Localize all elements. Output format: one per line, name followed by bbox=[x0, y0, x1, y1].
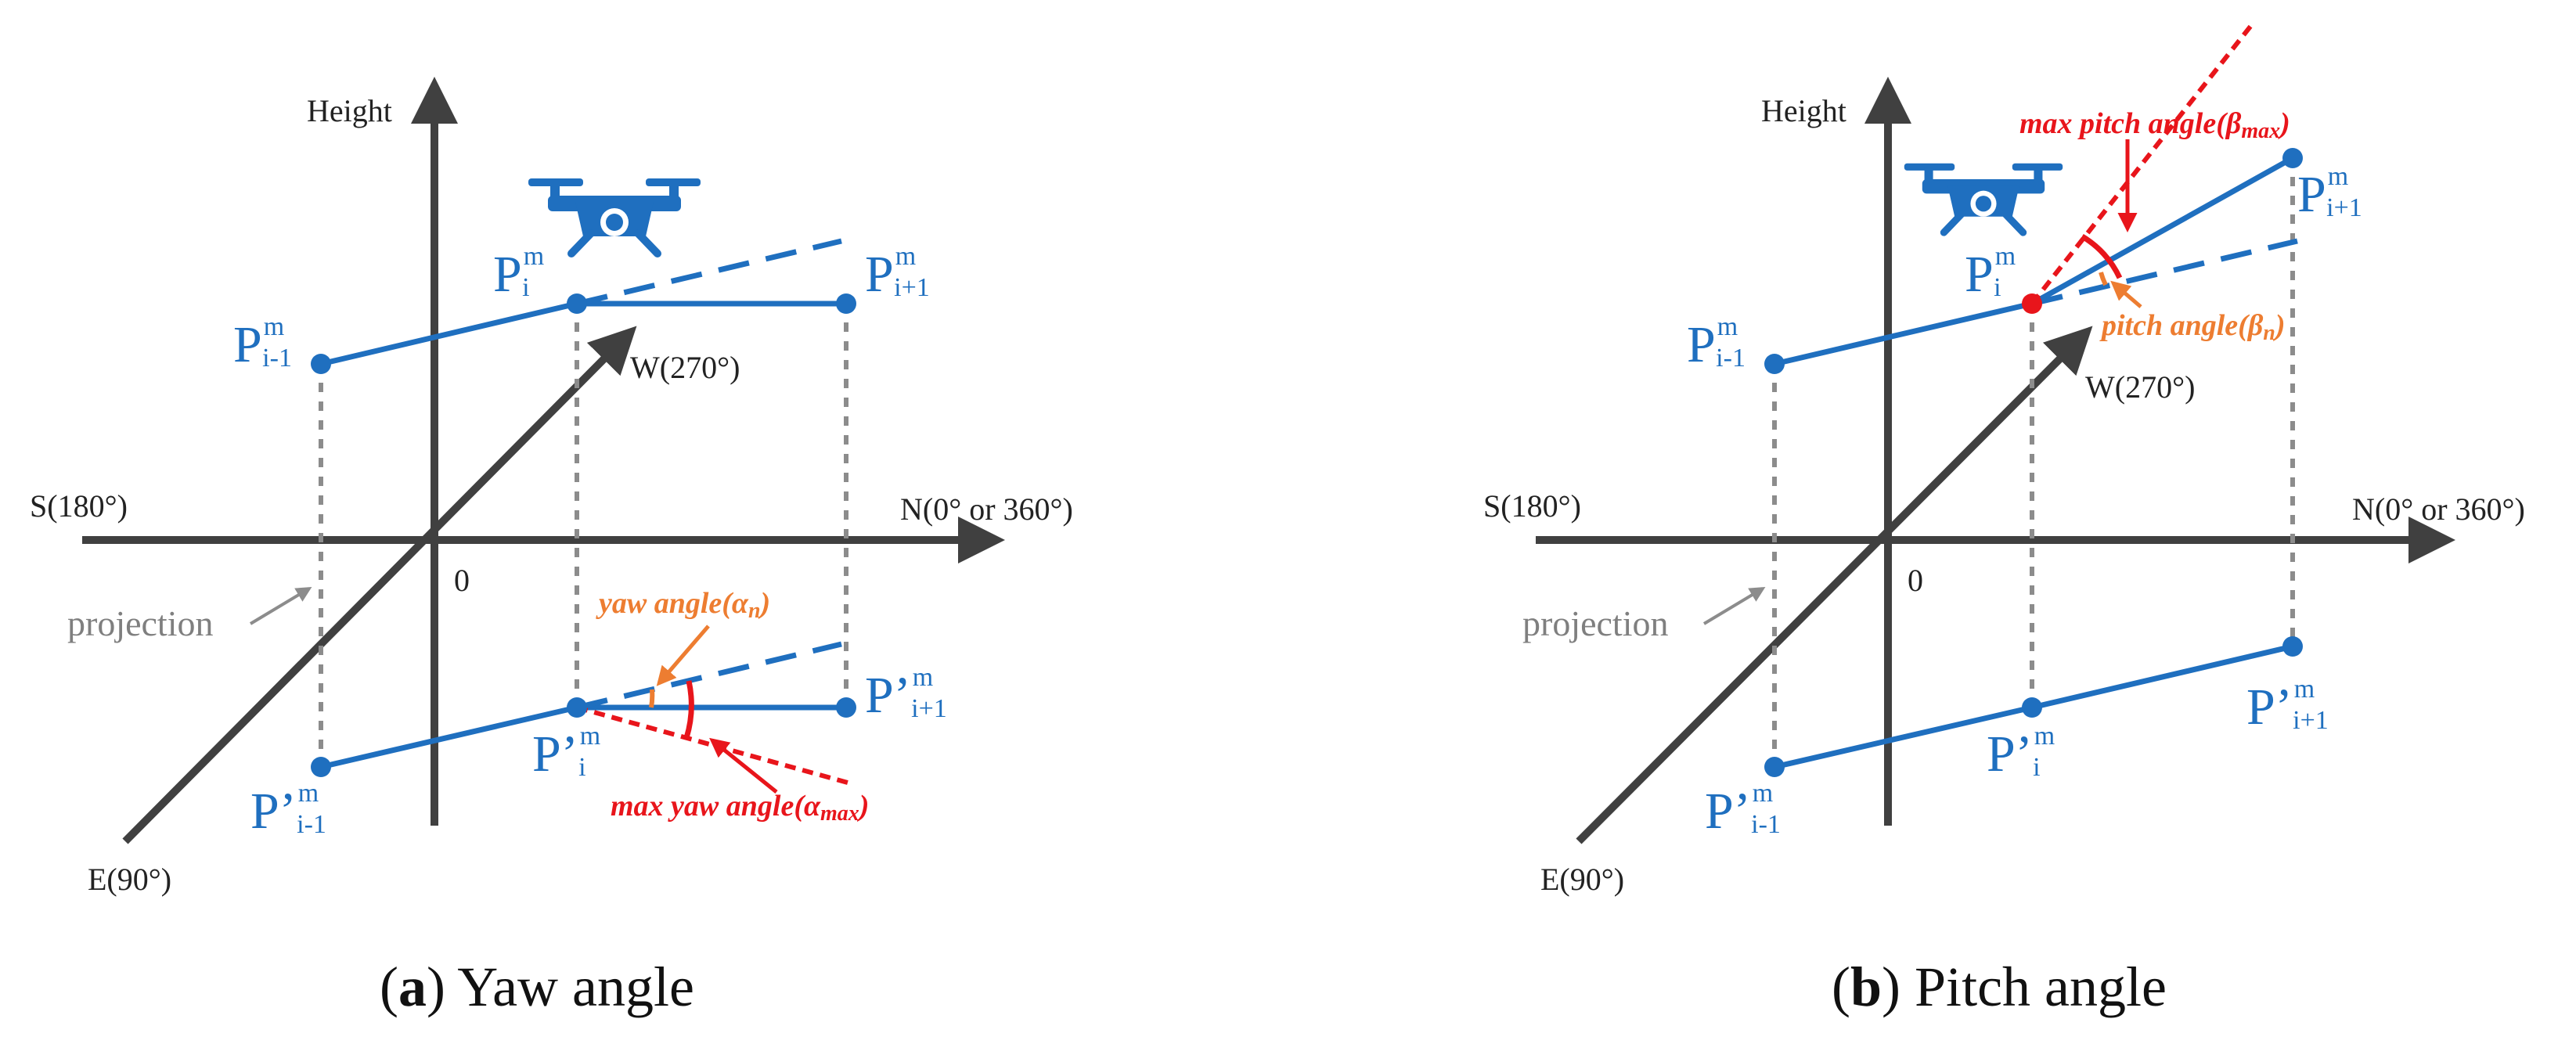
caption-a: (a) Yaw angle bbox=[380, 956, 694, 1018]
height-axis-label: Height bbox=[307, 93, 392, 128]
path-segment bbox=[1774, 301, 2033, 367]
point-prev bbox=[311, 354, 331, 374]
point-next-proj bbox=[836, 697, 856, 718]
max-yaw-pointer bbox=[709, 737, 778, 794]
point-next bbox=[836, 293, 856, 314]
projected-path-segment bbox=[320, 704, 578, 770]
origin-label: 0 bbox=[1908, 563, 1923, 598]
drone-icon bbox=[1904, 164, 2063, 232]
projection-label: projection bbox=[1522, 603, 1669, 643]
projected-path-segment bbox=[1774, 704, 2033, 770]
point-prev-proj bbox=[311, 757, 331, 777]
pitch-angle-pointer bbox=[2110, 280, 2142, 308]
point-cur bbox=[2022, 293, 2042, 314]
max-yaw-angle-arc bbox=[683, 680, 694, 740]
projection-pointer bbox=[249, 586, 312, 625]
ew-axis bbox=[1576, 326, 2093, 844]
path-segment bbox=[320, 301, 578, 367]
path-segment bbox=[2030, 155, 2294, 307]
north-label: N(0° or 360°) bbox=[900, 491, 1073, 527]
max-pitch-line bbox=[2030, 22, 2255, 305]
yaw-angle-pointer bbox=[656, 625, 710, 686]
east-label: E(90°) bbox=[1540, 862, 1624, 897]
origin-label: 0 bbox=[454, 563, 470, 598]
projection-label: projection bbox=[67, 603, 214, 643]
south-label: S(180°) bbox=[30, 488, 128, 524]
panel-a: Height S(180°) N(0° or 360°) W(270°) E(9… bbox=[30, 77, 1073, 1018]
point-cur-proj bbox=[2022, 697, 2042, 718]
max-pitch-angle-arc bbox=[2081, 233, 2123, 279]
yaw-angle-label: yaw angle(αn) bbox=[596, 587, 770, 623]
caption-b: (b) Pitch angle bbox=[1832, 956, 2167, 1018]
path-extension bbox=[576, 238, 842, 307]
point-next-proj bbox=[2282, 636, 2303, 657]
ew-axis bbox=[122, 326, 637, 844]
height-axis-label: Height bbox=[1761, 93, 1846, 128]
projected-path-extension bbox=[576, 641, 842, 711]
max-yaw-angle-label: max yaw angle(αmax) bbox=[611, 790, 869, 826]
path-extension bbox=[2031, 238, 2298, 307]
east-label: E(90°) bbox=[88, 862, 171, 897]
point-next bbox=[2282, 148, 2303, 168]
projection-pointer bbox=[1702, 586, 1766, 625]
drone-icon bbox=[528, 178, 701, 254]
west-label: W(270°) bbox=[2085, 369, 2195, 405]
west-label: W(270°) bbox=[630, 350, 740, 385]
max-yaw-line bbox=[576, 705, 854, 787]
pitch-angle-arc bbox=[2099, 272, 2108, 286]
yaw-angle-arc bbox=[649, 689, 655, 708]
max-pitch-angle-label: max pitch angle(βmax) bbox=[2019, 107, 2290, 143]
point-prev-proj bbox=[1764, 757, 1785, 777]
north-label: N(0° or 360°) bbox=[2352, 491, 2525, 527]
projected-path-segment bbox=[2031, 643, 2293, 711]
point-cur-proj bbox=[567, 697, 587, 718]
pitch-angle-label: pitch angle(βn) bbox=[2099, 309, 2286, 345]
south-label: S(180°) bbox=[1483, 488, 1581, 524]
panel-b: Height S(180°) N(0° or 360°) W(270°) E(9… bbox=[1483, 22, 2525, 1018]
point-cur bbox=[567, 293, 587, 314]
point-prev bbox=[1764, 354, 1785, 374]
